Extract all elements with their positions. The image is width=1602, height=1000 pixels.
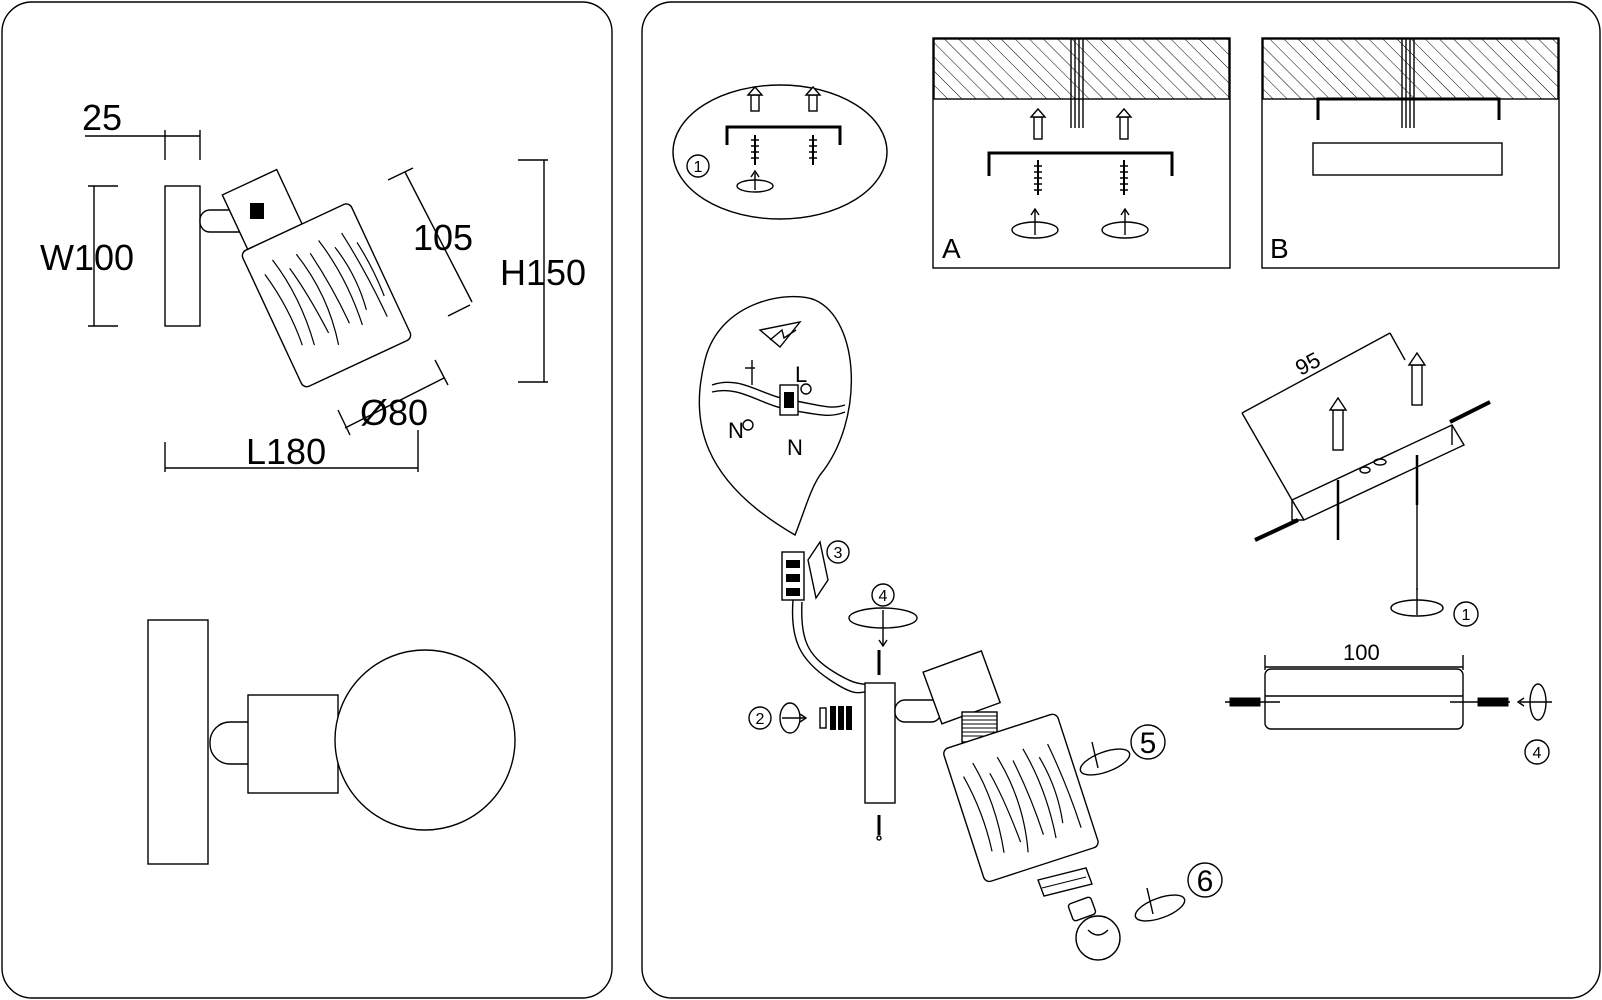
cables-b xyxy=(1401,39,1415,128)
option-b-label: B xyxy=(1270,233,1289,264)
depth-dimension: 25 xyxy=(82,97,201,160)
mounting-bracket: 95 1 xyxy=(1241,332,1491,627)
bracket-side-view: 100 4 xyxy=(1225,640,1552,765)
width-dimension: W100 xyxy=(40,185,134,327)
length-dimension: L180 xyxy=(164,430,419,472)
bracket-side-plate xyxy=(1264,668,1464,730)
anchor-icon xyxy=(804,85,822,112)
step6-number: 6 xyxy=(1197,865,1214,898)
bulb-icon xyxy=(1067,896,1121,961)
neutral-mark: N xyxy=(728,418,744,443)
wall-plate-front xyxy=(147,619,209,865)
width-label: W100 xyxy=(40,237,134,278)
option-a-box: A xyxy=(932,37,1231,269)
left-panel xyxy=(1,1,613,999)
wall-plate-exploded xyxy=(864,682,896,804)
rotate-arrow-icon xyxy=(779,702,808,734)
screw-icon xyxy=(809,135,817,165)
screw-icon xyxy=(751,135,759,165)
tilt-length-dimension: 105 xyxy=(387,167,473,317)
live-mark: L xyxy=(795,362,807,387)
shade-exploded xyxy=(943,713,1099,883)
anchor-icon xyxy=(1407,351,1427,406)
anchor-icon xyxy=(1115,107,1133,140)
neutral-mark: N xyxy=(787,435,803,460)
screw-icon xyxy=(1034,160,1042,195)
rotate-arrow-icon xyxy=(848,607,918,648)
rotate-arrow-icon xyxy=(1516,683,1552,721)
step1-callout-number: 1 xyxy=(694,159,703,176)
lamp-body-exploded: 4 2 xyxy=(748,583,1223,961)
tilt-length-label: 105 xyxy=(413,217,473,258)
step1-callout: 1 xyxy=(672,84,888,220)
shade-front xyxy=(334,649,516,831)
option-a-label: A xyxy=(942,233,961,264)
step3-number: 3 xyxy=(834,545,843,562)
depth-label: 25 xyxy=(82,97,122,138)
right-panel xyxy=(641,1,1601,999)
shade-side xyxy=(241,203,412,388)
length-label: L180 xyxy=(246,431,326,472)
screw-icon xyxy=(1450,697,1510,707)
step4-bracket-number: 4 xyxy=(1533,745,1542,762)
mounted-plate xyxy=(1312,142,1503,176)
step1-bracket-number: 1 xyxy=(1462,607,1471,624)
bracket-width-label: 95 xyxy=(1291,347,1324,381)
rotate-arrow-icon xyxy=(1134,887,1186,922)
wall-plate-side xyxy=(164,185,201,327)
screw-icon xyxy=(1225,697,1280,707)
height-label: H150 xyxy=(500,252,586,293)
anchor-icon xyxy=(1328,396,1348,451)
wiring-callout: L N N xyxy=(698,295,853,537)
rotate-arrow-icon xyxy=(736,169,774,193)
bracket-length-label: 100 xyxy=(1343,640,1380,665)
front-view-lamp xyxy=(147,619,516,865)
screw-icon xyxy=(1120,160,1128,195)
option-b-box: B xyxy=(1261,37,1560,269)
diameter-dimension: Ø80 xyxy=(337,359,449,436)
socket-housing-front xyxy=(247,694,339,794)
shade-pattern-side xyxy=(264,232,388,346)
terminal-block: 3 xyxy=(781,540,873,694)
knob-side xyxy=(250,203,264,219)
diameter-label: Ø80 xyxy=(360,392,428,433)
rotate-arrow-icon xyxy=(1011,207,1059,239)
height-dimension: H150 xyxy=(500,159,586,383)
shade-ring xyxy=(1037,867,1093,897)
step4-number-lamp: 4 xyxy=(879,588,888,605)
nut-washer-icon xyxy=(819,706,852,730)
rotate-arrow-icon xyxy=(1390,588,1444,617)
cables-a xyxy=(1070,39,1084,128)
anchor-icon xyxy=(1029,107,1047,140)
anchor-icon xyxy=(746,85,764,112)
step5-number: 5 xyxy=(1140,727,1157,760)
side-view-lamp xyxy=(164,168,412,388)
step2-number: 2 xyxy=(756,711,765,728)
rotate-arrow-icon xyxy=(1101,207,1149,239)
rotate-arrow-icon xyxy=(1079,741,1131,776)
